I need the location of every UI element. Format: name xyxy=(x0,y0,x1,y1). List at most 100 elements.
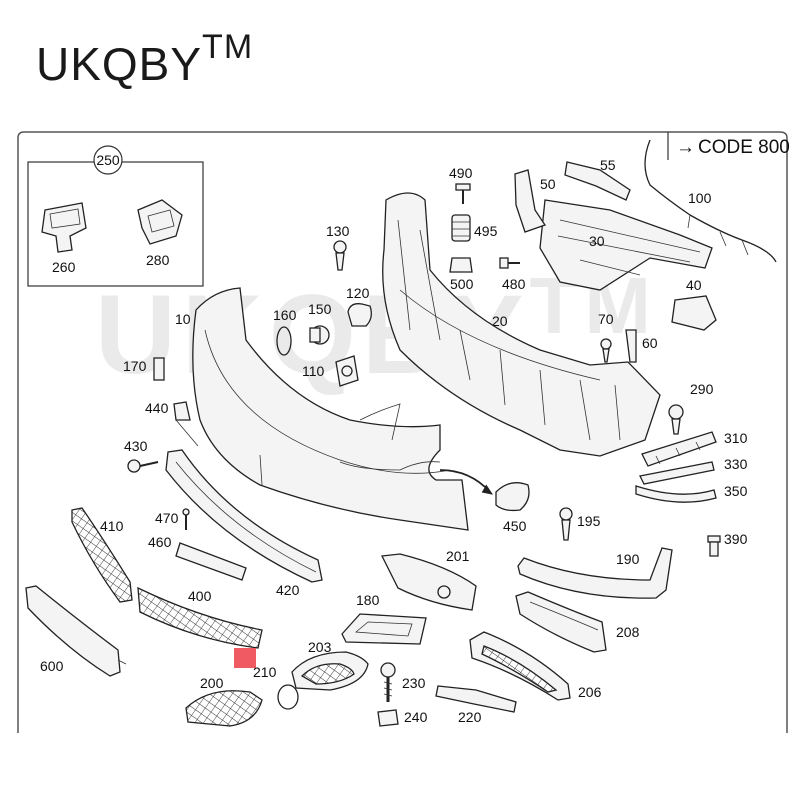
part-220-strip xyxy=(435,685,517,713)
label-460: 460 xyxy=(148,534,172,550)
label-440: 440 xyxy=(145,400,169,416)
label-470: 470 xyxy=(155,510,179,526)
label-410: 410 xyxy=(100,518,124,534)
part-410-mesh xyxy=(71,507,133,603)
code-800-note: → CODE 800 xyxy=(667,132,790,160)
part-430-screw xyxy=(127,459,159,473)
part-208-frame xyxy=(515,591,607,653)
label-280: 280 xyxy=(146,252,170,268)
brand-name: UKQBY xyxy=(36,38,203,90)
part-400-mesh xyxy=(137,586,263,649)
label-208: 208 xyxy=(616,624,640,640)
code-arrow: → xyxy=(676,137,695,158)
part-110-bracket xyxy=(335,355,359,387)
brand-title: UKQBYTM xyxy=(36,30,253,87)
part-60-bracket xyxy=(625,329,637,363)
parts-diagram: 250 260 280 → CODE 800 100 30 55 50 40 2… xyxy=(17,131,790,733)
label-310: 310 xyxy=(724,430,748,446)
label-230: 230 xyxy=(402,675,426,691)
part-440 xyxy=(173,401,191,421)
label-500: 500 xyxy=(450,276,474,292)
label-330: 330 xyxy=(724,456,748,472)
part-ring-cap xyxy=(277,684,299,710)
label-30: 30 xyxy=(589,233,605,249)
part-180-frame xyxy=(341,613,427,645)
label-150: 150 xyxy=(308,301,332,317)
part-160-ring xyxy=(276,326,292,356)
part-290-clip xyxy=(668,404,684,435)
brand-tm: TM xyxy=(202,28,254,66)
label-50: 50 xyxy=(540,176,556,192)
part-500 xyxy=(449,257,473,273)
part-200-mesh xyxy=(185,690,263,727)
label-200: 200 xyxy=(200,675,224,691)
part-206-frame xyxy=(469,631,571,701)
part-190-trim xyxy=(517,547,673,599)
label-240: 240 xyxy=(404,709,428,725)
label-480: 480 xyxy=(502,276,526,292)
part-350-strip xyxy=(635,485,717,503)
label-40: 40 xyxy=(686,277,702,293)
part-480-screw xyxy=(499,257,520,269)
part-70-clip xyxy=(600,338,612,363)
part-420-trim xyxy=(165,449,323,583)
label-495: 495 xyxy=(474,223,498,239)
part-20-carrier xyxy=(382,192,661,457)
label-430: 430 xyxy=(124,438,148,454)
code-text: CODE 800 xyxy=(698,137,790,158)
part-55 xyxy=(564,161,631,201)
part-490-bolt xyxy=(455,183,471,204)
part-460 xyxy=(175,542,247,581)
label-170: 170 xyxy=(123,358,147,374)
part-10-bumper-cover xyxy=(192,287,494,531)
label-70: 70 xyxy=(598,311,614,327)
label-260: 260 xyxy=(52,259,76,275)
part-280 xyxy=(137,199,183,245)
part-40 xyxy=(671,295,717,331)
label-190: 190 xyxy=(616,551,640,567)
part-120-cap xyxy=(347,303,372,327)
part-50 xyxy=(514,169,547,233)
part-130-clip xyxy=(333,240,347,271)
part-470 xyxy=(182,508,190,530)
label-130: 130 xyxy=(326,223,350,239)
label-390: 390 xyxy=(724,531,748,547)
label-450: 450 xyxy=(503,518,527,534)
part-170 xyxy=(153,357,165,381)
part-203-frame xyxy=(291,651,369,691)
highlight-210 xyxy=(234,648,256,668)
label-400: 400 xyxy=(188,588,212,604)
part-195-clip xyxy=(559,507,573,541)
label-203: 203 xyxy=(308,639,332,655)
label-490: 490 xyxy=(449,165,473,181)
label-10: 10 xyxy=(175,311,191,327)
label-420: 420 xyxy=(276,582,300,598)
label-350: 350 xyxy=(724,483,748,499)
label-60: 60 xyxy=(642,335,658,351)
label-290: 290 xyxy=(690,381,714,397)
part-390-bolt xyxy=(707,535,721,557)
label-201: 201 xyxy=(446,548,470,564)
part-230-screw xyxy=(380,662,396,702)
diagram-frame xyxy=(17,131,788,733)
label-250: 250 xyxy=(96,152,120,168)
label-210: 210 xyxy=(253,664,277,680)
label-20: 20 xyxy=(492,313,508,329)
label-110: 110 xyxy=(302,363,325,379)
label-600: 600 xyxy=(40,658,64,674)
part-450-cover xyxy=(495,482,530,512)
part-260 xyxy=(41,202,87,253)
label-55: 55 xyxy=(600,157,616,173)
inset-label-circle xyxy=(93,145,123,175)
label-100: 100 xyxy=(688,190,712,206)
part-201-frame xyxy=(381,553,477,611)
part-30-absorber xyxy=(539,199,713,291)
part-330-strip xyxy=(639,461,715,485)
part-310-bracket xyxy=(641,431,717,467)
label-180: 180 xyxy=(356,592,380,608)
label-160: 160 xyxy=(273,307,297,323)
part-150-sensor xyxy=(309,325,330,345)
label-220: 220 xyxy=(458,709,482,725)
part-240-clip xyxy=(377,709,399,727)
part-495 xyxy=(451,214,471,242)
